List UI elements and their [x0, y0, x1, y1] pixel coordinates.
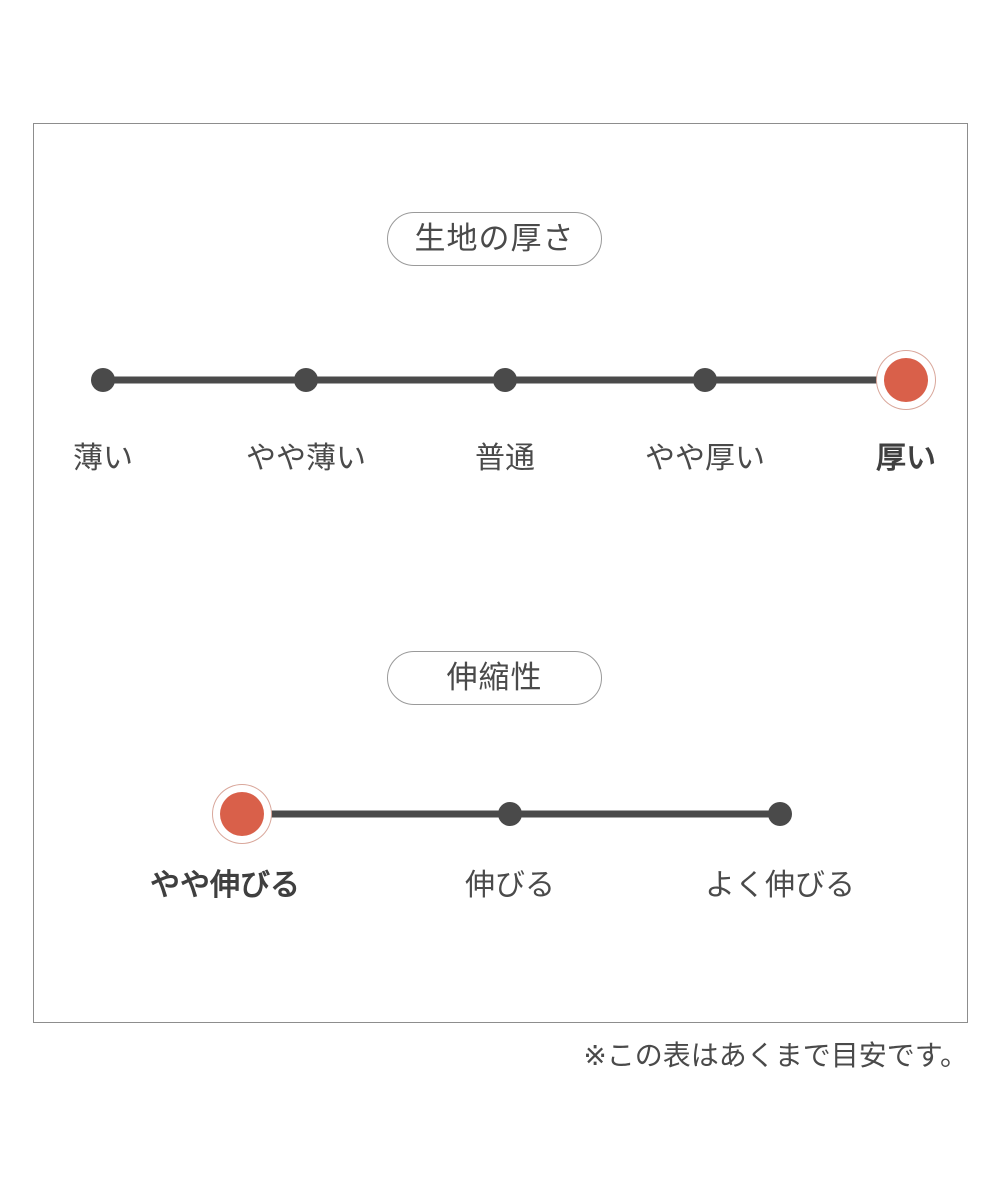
scale-thickness[interactable]: [34, 358, 967, 402]
scale-label-0: 薄い: [73, 441, 133, 476]
scale-dot-active[interactable]: [884, 358, 928, 402]
chart-frame: 生地の厚さ 薄い やや薄い 普通 やや厚い 厚い 伸縮性 やや伸びる 伸びる よく伸びる: [33, 123, 968, 1023]
scale-stretch[interactable]: [34, 792, 967, 836]
scale-dot-2[interactable]: [768, 802, 792, 826]
scale-dot-3[interactable]: [693, 368, 717, 392]
section-title-stretch: 伸縮性: [387, 651, 602, 705]
scale-label-3: やや厚い: [645, 441, 765, 476]
scale-dot-0[interactable]: [91, 368, 115, 392]
section-title-stretch-label: 伸縮性: [446, 659, 543, 696]
scale-label-4: 厚い: [876, 441, 936, 476]
footnote: ※この表はあくまで目安です。: [583, 1039, 968, 1072]
scale-label-0: やや伸びる: [150, 868, 300, 903]
scale-label-1: 伸びる: [465, 868, 555, 903]
section-title-thickness: 生地の厚さ: [387, 212, 602, 266]
scale-dot-2[interactable]: [493, 368, 517, 392]
scale-dot-1[interactable]: [294, 368, 318, 392]
scale-label-2: よく伸びる: [705, 868, 855, 903]
scale-stretch-labels: やや伸びる 伸びる よく伸びる: [34, 871, 967, 911]
scale-thickness-labels: 薄い やや薄い 普通 やや厚い 厚い: [34, 444, 967, 484]
scale-label-2: 普通: [475, 441, 535, 476]
section-title-thickness-label: 生地の厚さ: [414, 220, 575, 257]
scale-label-1: やや薄い: [246, 441, 366, 476]
scale-dot-1[interactable]: [498, 802, 522, 826]
scale-dot-active[interactable]: [220, 792, 264, 836]
